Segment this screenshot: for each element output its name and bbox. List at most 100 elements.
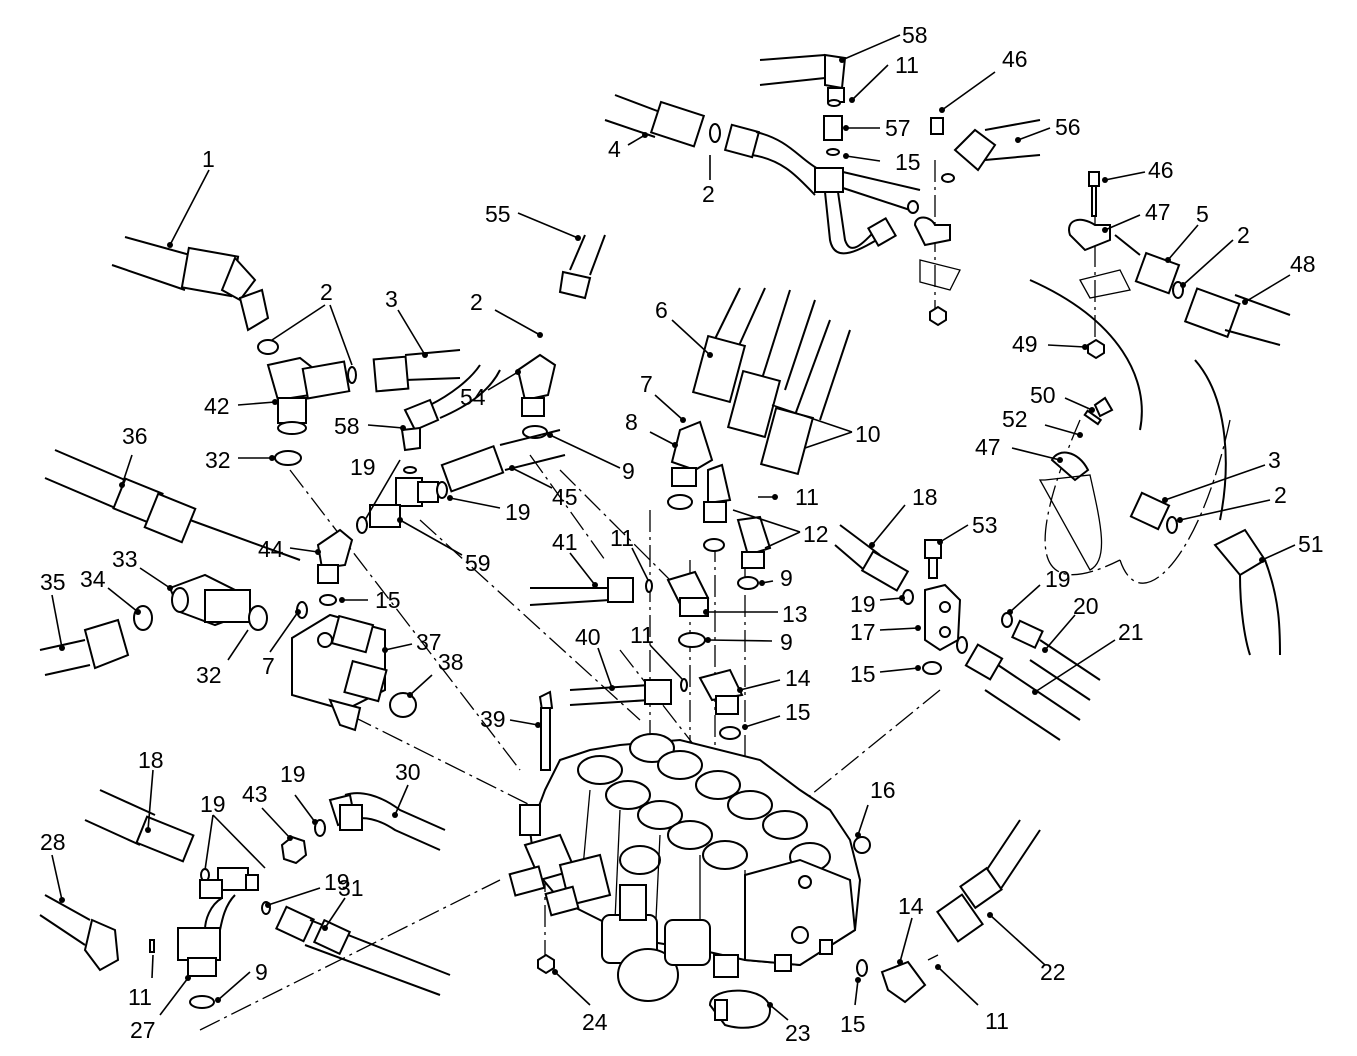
callout-label: 15	[375, 587, 401, 613]
callout-label: 18	[912, 484, 938, 510]
callout-label: 32	[205, 447, 231, 473]
callout-label: 2	[1237, 222, 1250, 248]
callout-label: 2	[320, 279, 333, 305]
callout-label: 28	[40, 829, 66, 855]
bottom-left-assembly	[39, 789, 451, 1009]
callout-label: 16	[870, 777, 896, 803]
callout-label: 13	[782, 601, 808, 627]
hose-1-assembly	[111, 236, 357, 466]
callout-label: 19	[505, 499, 531, 525]
callout-label: 32	[196, 662, 222, 688]
right-middle-assembly	[834, 524, 1101, 741]
callout-label: 27	[130, 1017, 156, 1043]
callout-label: 34	[80, 566, 106, 592]
callout-label: 43	[242, 781, 268, 807]
callout-label: 8	[625, 409, 638, 435]
callout-label: 14	[785, 665, 811, 691]
callout-label: 19	[324, 869, 350, 895]
callout-label: 48	[1290, 251, 1316, 277]
callout-label: 19	[1045, 566, 1071, 592]
callout-label: 21	[1118, 619, 1144, 645]
callout-label: 15	[785, 699, 811, 725]
callout-label: 22	[1040, 959, 1066, 985]
callout-label: 55	[485, 201, 511, 227]
callout-label: 17	[850, 619, 876, 645]
callout-label: 44	[258, 536, 284, 562]
callout-label: 57	[885, 115, 911, 141]
callout-label: 9	[255, 959, 268, 985]
callout-label: 19	[280, 761, 306, 787]
callout-label: 39	[480, 706, 506, 732]
callout-label: 56	[1055, 114, 1081, 140]
callout-label: 15	[850, 661, 876, 687]
callout-label: 14	[898, 893, 924, 919]
callout-label: 12	[803, 521, 829, 547]
callout-label: 58	[902, 22, 928, 48]
callout-label: 50	[1030, 382, 1056, 408]
callout-label: 11	[128, 984, 152, 1010]
callout-label: 9	[622, 458, 635, 484]
callout-label: 4	[608, 136, 621, 162]
hose-55	[558, 234, 606, 300]
callout-label: 54	[460, 384, 486, 410]
callout-label: 11	[630, 622, 654, 648]
callout-label: 11	[895, 52, 919, 78]
callout-label: 51	[1298, 531, 1324, 557]
callouts: 1 2 2 2 2 2 3 3 4 5 6 7 7	[40, 22, 1324, 1046]
callout-label: 18	[138, 747, 164, 773]
hoses-6-10	[645, 287, 851, 740]
callout-label: 2	[1274, 482, 1287, 508]
bottom-right-hose-22	[856, 819, 1041, 1004]
callout-label: 11	[795, 484, 819, 510]
callout-label: 47	[1145, 199, 1171, 225]
callout-label: 23	[785, 1020, 811, 1046]
callout-label: 9	[780, 565, 793, 591]
callout-label: 37	[416, 629, 442, 655]
callout-label: 19	[850, 591, 876, 617]
callout-label: 7	[640, 371, 653, 397]
callout-label: 11	[985, 1008, 1009, 1034]
callout-label: 38	[438, 649, 464, 675]
callout-label: 15	[895, 149, 921, 175]
callout-label: 19	[350, 454, 376, 480]
callout-label: 15	[840, 1011, 866, 1037]
callout-label: 41	[552, 529, 578, 555]
top-center-assembly	[604, 53, 1041, 327]
callout-label: 47	[975, 434, 1001, 460]
callout-label: 2	[470, 289, 483, 315]
callout-label: 20	[1073, 593, 1099, 619]
callout-label: 6	[655, 297, 668, 323]
callout-label: 45	[552, 484, 578, 510]
callout-label: 30	[395, 759, 421, 785]
bolt-nut-clamp	[537, 690, 772, 1029]
callout-label: 35	[40, 569, 66, 595]
callout-label: 53	[972, 512, 998, 538]
callout-label: 49	[1012, 331, 1038, 357]
callout-label: 31	[338, 875, 364, 901]
hoses-40-41	[529, 577, 672, 706]
callout-label: 46	[1148, 157, 1174, 183]
callout-label: 36	[122, 423, 148, 449]
callout-label: 1	[202, 146, 215, 172]
hose-3-58-54-assembly	[316, 349, 566, 606]
callout-label: 19	[200, 791, 226, 817]
callout-label: 9	[780, 629, 793, 655]
far-right-assembly	[1029, 171, 1291, 656]
callout-label: 3	[385, 286, 398, 312]
callout-label: 10	[855, 421, 881, 447]
callout-label: 40	[575, 624, 601, 650]
callout-label: 3	[1268, 447, 1281, 473]
hose-36-33-37-assembly	[39, 449, 417, 732]
callout-label: 33	[112, 546, 138, 572]
callout-label: 24	[582, 1009, 608, 1035]
callout-label: 42	[204, 393, 230, 419]
valve-body-16	[508, 733, 871, 1002]
callout-label: 5	[1196, 201, 1209, 227]
callout-label: 11	[610, 525, 634, 551]
callout-label: 58	[334, 413, 360, 439]
callout-label: 52	[1002, 406, 1028, 432]
callout-label: 46	[1002, 46, 1028, 72]
callout-label: 2	[702, 181, 715, 207]
callout-label: 59	[465, 550, 491, 576]
